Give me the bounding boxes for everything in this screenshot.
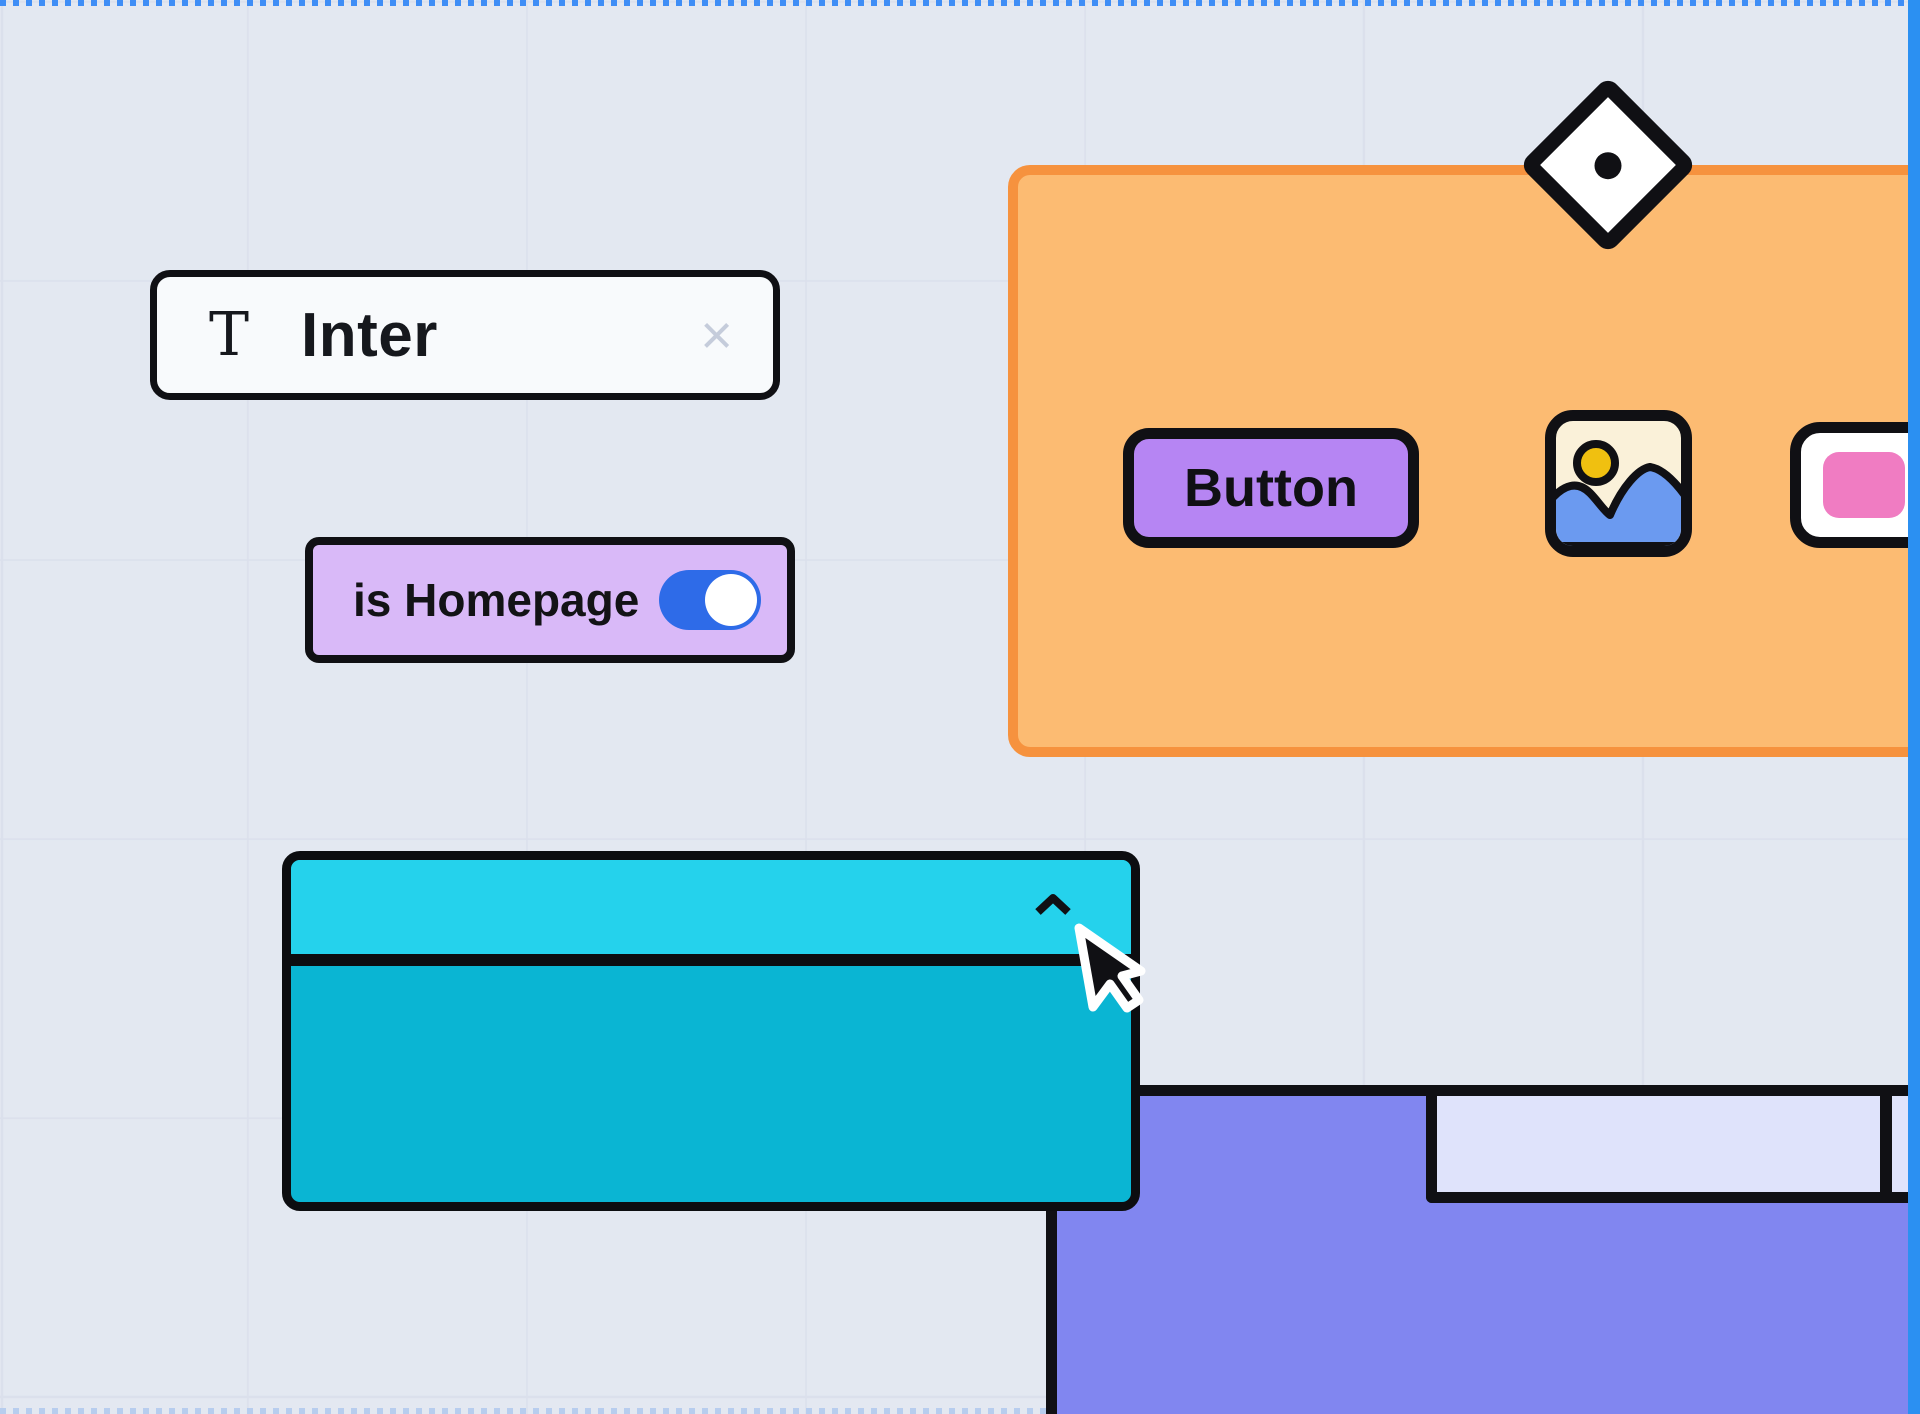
dropdown-body [291,966,1131,1202]
media-swatch-card[interactable] [1790,422,1920,548]
homepage-toggle-switch[interactable] [659,570,761,630]
homepage-toggle-label: is Homepage [353,574,640,626]
toggle-knob [705,574,757,626]
frame-edge-right[interactable] [1908,0,1920,1414]
homepage-toggle-row: is Homepage [305,537,795,663]
chevron-up-icon[interactable] [1033,892,1073,918]
pink-swatch [1823,452,1905,518]
orange-section-card[interactable]: Button [1008,165,1920,757]
dropdown-panel[interactable] [282,851,1140,1211]
frame-edge-top-dotted[interactable] [0,0,1920,6]
font-family-input[interactable]: T Inter × [150,270,780,400]
button-component[interactable]: Button [1123,428,1419,548]
button-label: Button [1184,458,1358,518]
image-placeholder-icon[interactable] [1545,410,1692,557]
text-style-icon: T [209,300,250,370]
mountain-sun-glyph [1556,440,1681,546]
pointer-cursor [1074,923,1146,1013]
diamond-dot [1588,145,1628,185]
frame-edge-bottom-dotted[interactable] [0,1408,1920,1414]
window-tab-1[interactable] [1426,1096,1892,1203]
clear-icon[interactable]: × [700,303,733,366]
dropdown-header[interactable] [291,860,1131,966]
purple-window-shape[interactable] [1046,1085,1920,1414]
font-input-value: Inter [301,300,438,370]
